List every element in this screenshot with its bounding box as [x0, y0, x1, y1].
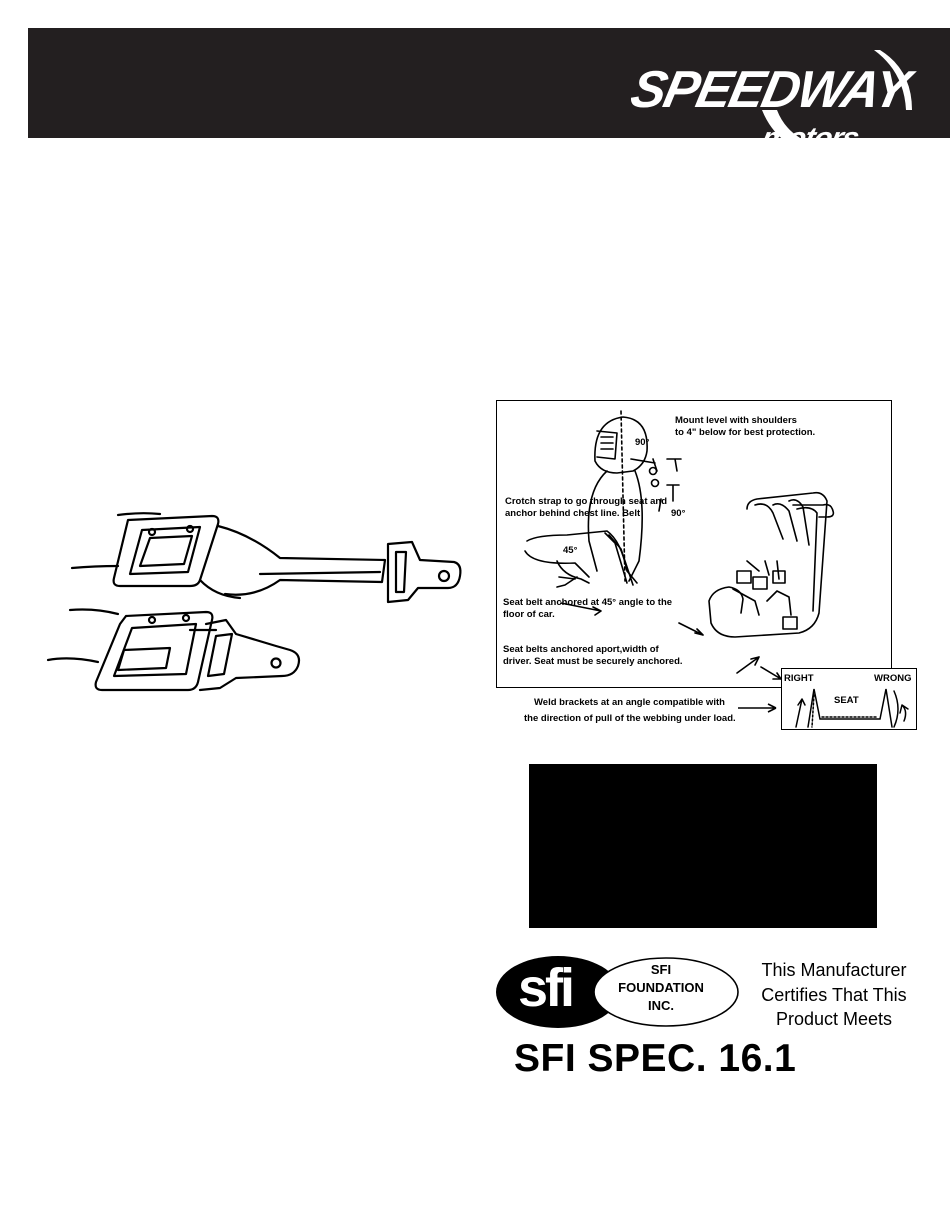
seat-belt-latch-illustration — [46, 512, 462, 692]
sfi-certify-line3: Product Meets — [775, 1009, 893, 1029]
harness-mounting-diagram: Mount level with shoulders to 4" below f… — [496, 400, 892, 688]
crotch-strap-label-2: anchor behind chest line. Belt — [505, 508, 641, 519]
logo-brand-sub: motors — [758, 122, 862, 155]
mount-level-label-2: to 4" below for best protection. — [675, 427, 816, 438]
speedway-motors-logo: SPEEDWAY motors ® — [612, 50, 914, 160]
sfi-logo-shapes — [496, 956, 739, 1028]
seat-belt-45-label-2: floor of car. — [503, 609, 555, 620]
logo-registered-mark: ® — [888, 138, 896, 149]
angle-90-belt-label: 90° — [671, 508, 686, 519]
sfi-certify-text: This Manufacturer Certifies That This Pr… — [748, 958, 920, 1032]
mount-level-label: Mount level with shoulders — [675, 415, 797, 426]
weld-brackets-label-2: the direction of pull of the webbing und… — [524, 713, 736, 724]
mounting-diagram-drawing — [524, 410, 835, 680]
angle-45-label: 45° — [563, 545, 578, 556]
header-banner: SPEEDWAY motors ® — [28, 28, 950, 160]
anchored-apart-label-2: driver. Seat must be securely anchored. — [503, 656, 683, 667]
seat-label: SEAT — [834, 695, 859, 706]
sfi-oval-line2: FOUNDATION — [618, 980, 704, 995]
crotch-strap-label: Crotch strap to go through seat and — [505, 496, 668, 507]
logo-swoosh-graphic — [762, 50, 912, 160]
logo-brand-name: SPEEDWAY — [625, 61, 914, 119]
right-wrong-drawing — [795, 688, 909, 728]
sfi-oval-line1: SFI — [650, 962, 672, 977]
weld-arrow-icon — [738, 703, 777, 713]
sfi-certify-line1: This Manufacturer — [761, 960, 907, 980]
angle-90-top-label: 90° — [635, 437, 650, 448]
redacted-black-box — [529, 764, 877, 928]
weld-brackets-label: Weld brackets at an angle compatible wit… — [534, 697, 725, 708]
sfi-spec-heading: SFI SPEC. 16.1 — [514, 1037, 797, 1080]
sfi-oval-line3: INC. — [648, 998, 674, 1013]
right-label: RIGHT — [784, 673, 814, 684]
wrong-label: WRONG — [874, 673, 912, 684]
right-wrong-inset: RIGHT WRONG SEAT — [781, 668, 917, 730]
anchored-apart-label: Seat belts anchored aport,width of — [503, 644, 659, 655]
sfi-foundation-logo: sfi SFI FOUNDATION INC. — [496, 955, 740, 1029]
sfi-certify-line2: Certifies That This — [761, 984, 907, 1005]
seat-belt-45-label: Seat belt anchored at 45° angle to the — [503, 597, 673, 608]
sfi-logo-text: sfi — [518, 958, 575, 1018]
